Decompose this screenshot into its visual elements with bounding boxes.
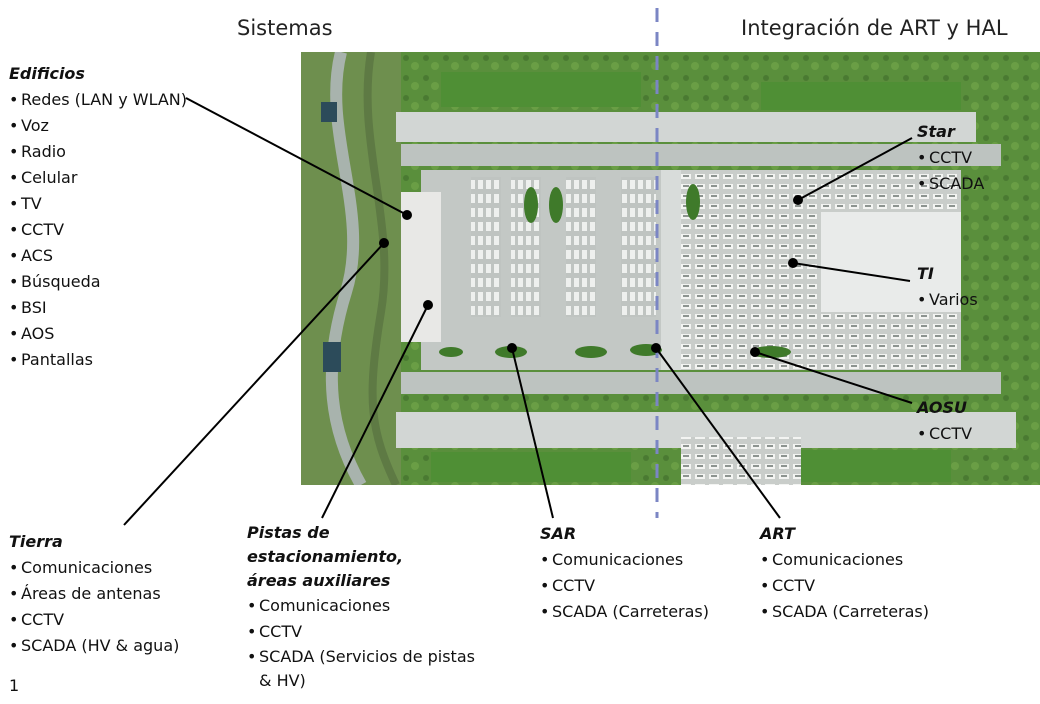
list-item: CCTV: [917, 421, 972, 447]
list-item: Radio: [9, 139, 187, 165]
group-ti: TI Varios: [917, 261, 978, 313]
group-title-line3: áreas auxiliares: [247, 571, 391, 590]
list-item: CCTV: [9, 217, 187, 243]
list-item: SCADA (Servicios de pistas & HV): [247, 645, 484, 693]
group-title-line2: estacionamiento,: [247, 547, 404, 566]
list-item: CCTV: [540, 573, 709, 599]
group-art: ART Comunicaciones CCTV SCADA (Carretera…: [760, 521, 929, 625]
group-title: Tierra: [9, 532, 63, 551]
group-title: ART: [760, 524, 795, 543]
list-item: CCTV: [9, 607, 179, 633]
list-item: Áreas de antenas: [9, 581, 179, 607]
group-tierra: Tierra Comunicaciones Áreas de antenas C…: [9, 529, 179, 659]
group-sar: SAR Comunicaciones CCTV SCADA (Carretera…: [540, 521, 709, 625]
heading-sistemas: Sistemas: [237, 16, 333, 40]
list-item: Varios: [917, 287, 978, 313]
list-item: ACS: [9, 243, 187, 269]
list-item: Redes (LAN y WLAN): [9, 87, 187, 113]
list-item: SCADA: [917, 171, 984, 197]
list-item: Comunicaciones: [540, 547, 709, 573]
group-aosu: AOSU CCTV: [917, 395, 972, 447]
list-item: Pantallas: [9, 347, 187, 373]
list-item: BSI: [9, 295, 187, 321]
list-item: CCTV: [917, 145, 984, 171]
page-number: 1: [9, 676, 20, 695]
group-title-line1: Pistas de: [247, 523, 330, 542]
list-item: SCADA (Carreteras): [760, 599, 929, 625]
group-title: Edificios: [9, 64, 85, 83]
list-item: Celular: [9, 165, 187, 191]
list-item: TV: [9, 191, 187, 217]
group-pistas: Pistas de estacionamiento, áreas auxilia…: [247, 521, 487, 693]
group-title: SAR: [540, 524, 577, 543]
list-item: CCTV: [760, 573, 929, 599]
heading-integracion: Integración de ART y HAL: [741, 16, 1008, 40]
list-item: Búsqueda: [9, 269, 187, 295]
list-item: Comunicaciones: [247, 593, 487, 619]
list-item: CCTV: [247, 619, 487, 645]
list-item: Comunicaciones: [9, 555, 179, 581]
list-item: SCADA (Carreteras): [540, 599, 709, 625]
list-item: Voz: [9, 113, 187, 139]
list-item: SCADA (HV & agua): [9, 633, 179, 659]
group-title: Star: [917, 122, 955, 141]
group-star: Star CCTV SCADA: [917, 119, 984, 197]
group-edificios: Edificios Redes (LAN y WLAN) Voz Radio C…: [9, 61, 187, 373]
group-title: TI: [917, 264, 934, 283]
list-item: Comunicaciones: [760, 547, 929, 573]
list-item: AOS: [9, 321, 187, 347]
group-title: AOSU: [917, 398, 968, 417]
